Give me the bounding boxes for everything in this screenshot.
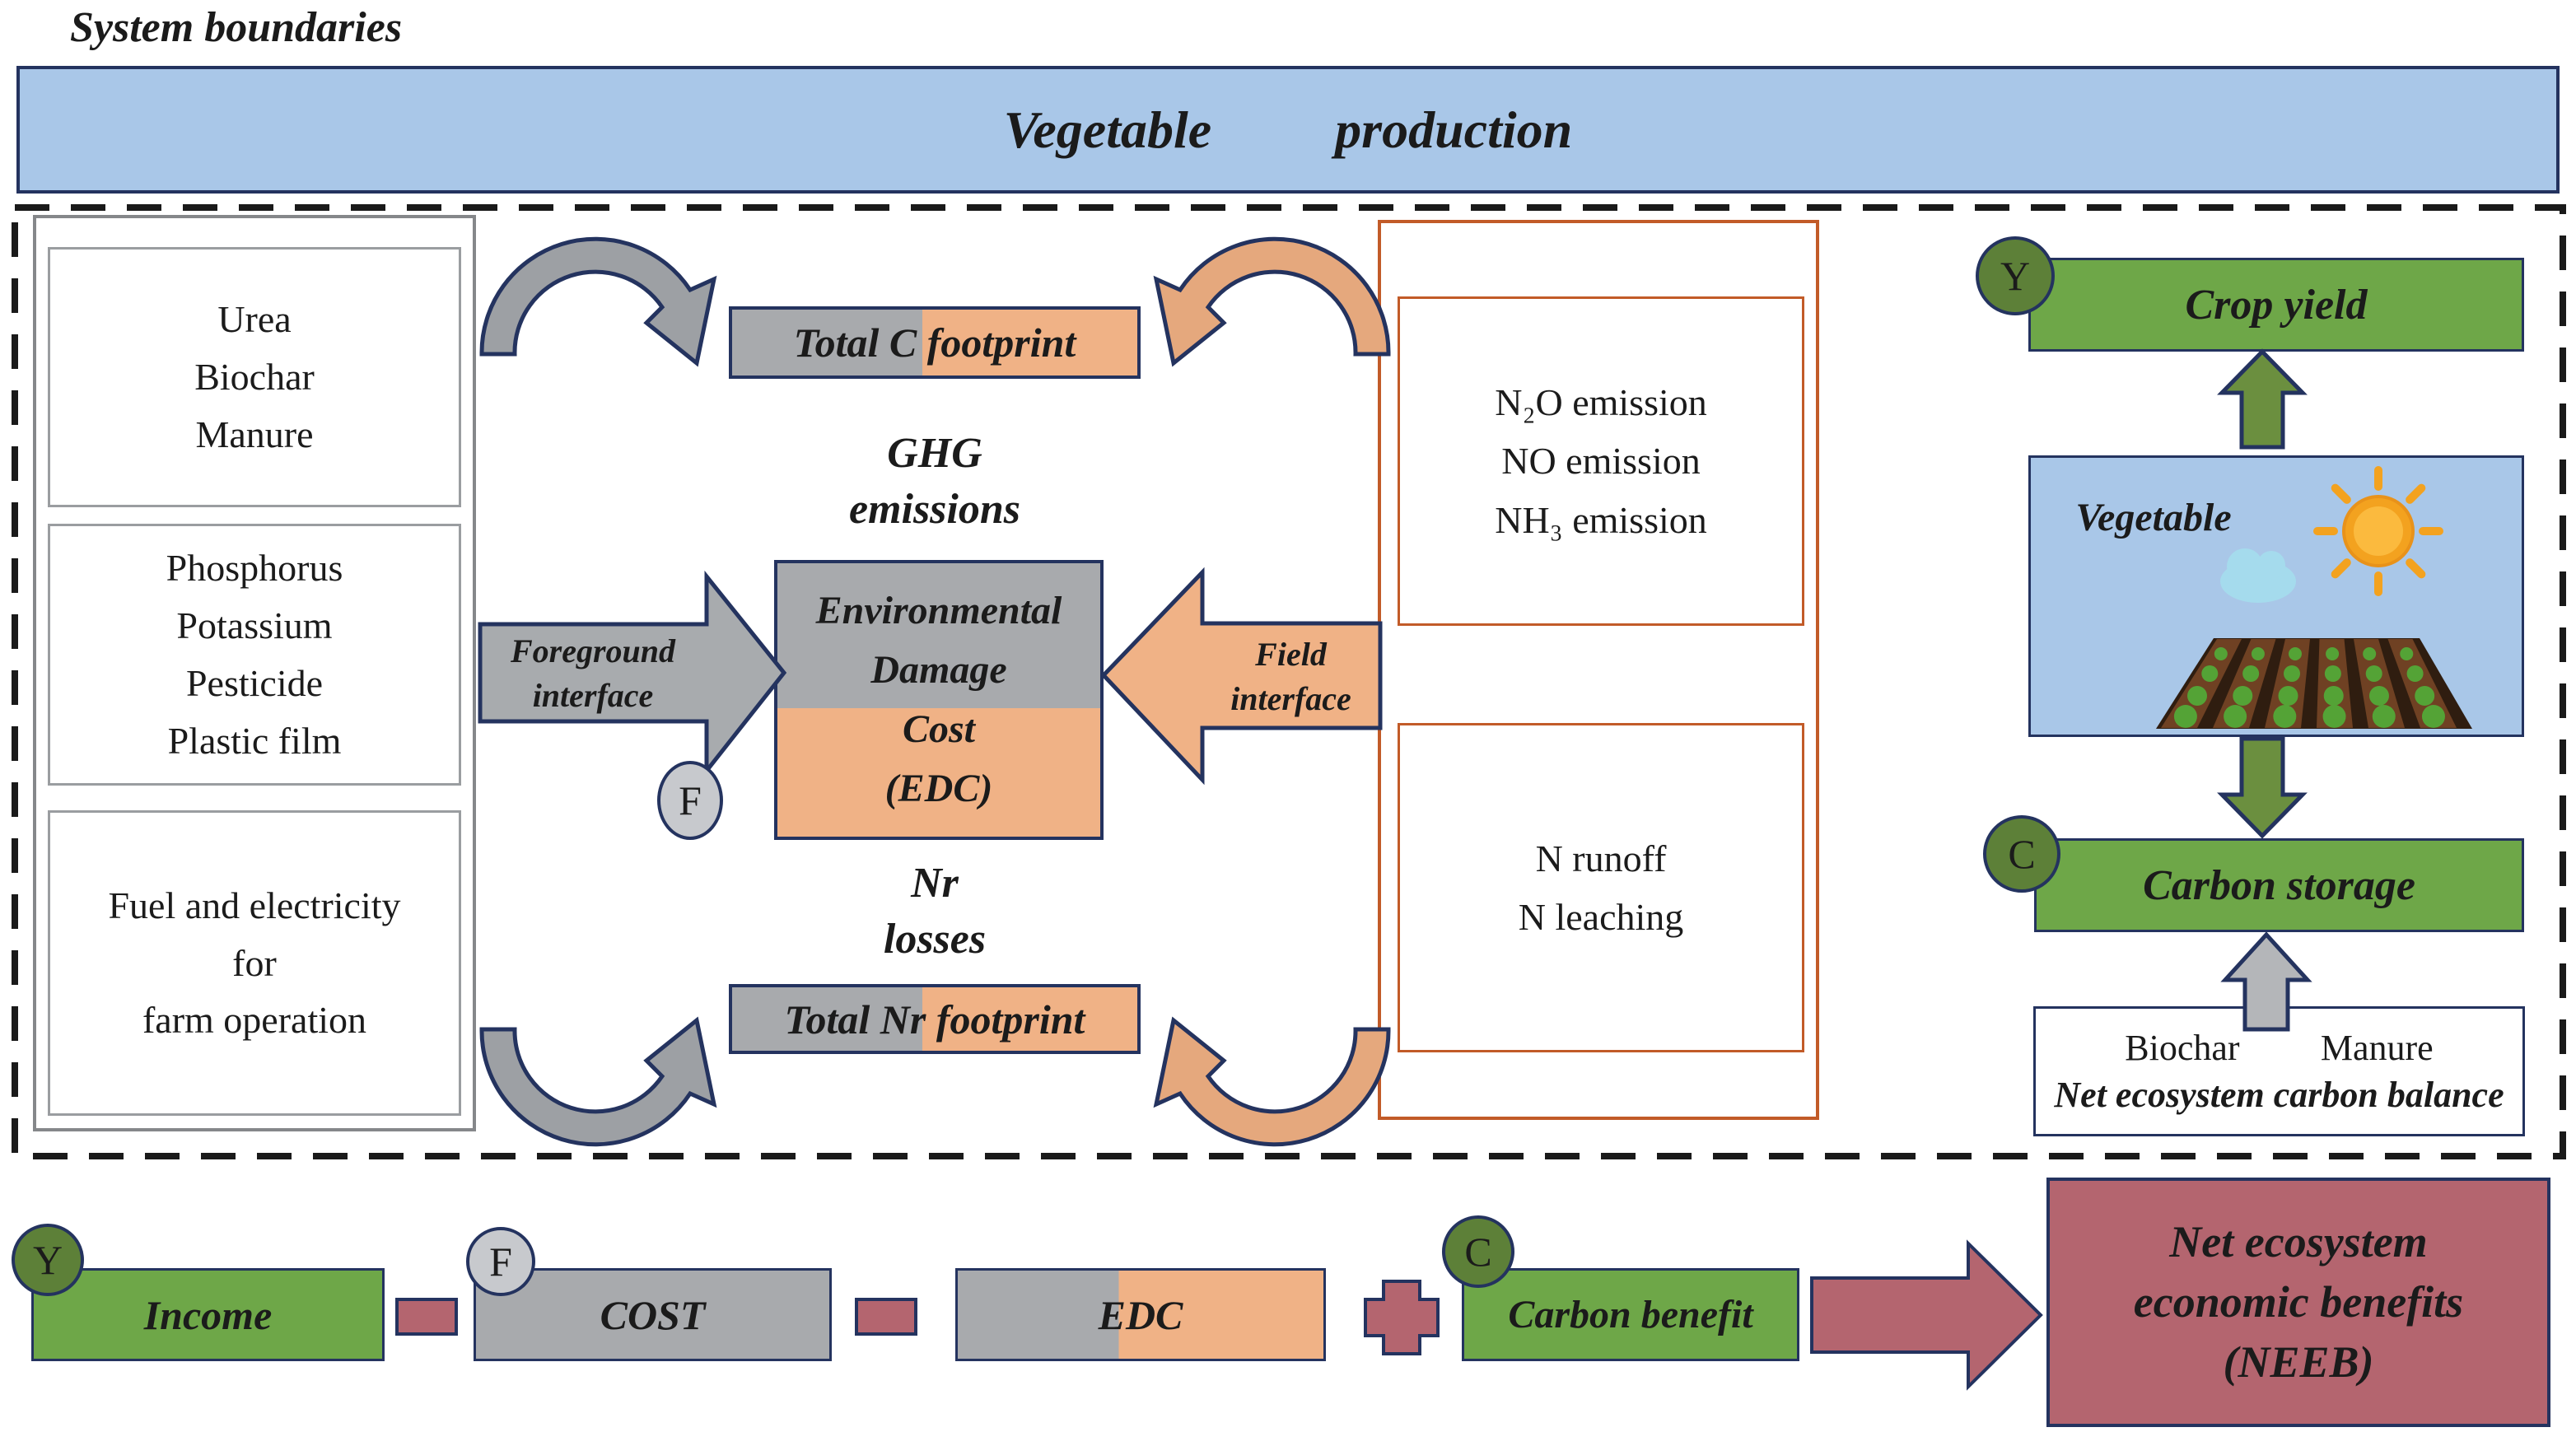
net-ecosystem-carbon-balance-label: Net ecosystem carbon balance <box>2054 1075 2504 1115</box>
foreground-tag-circle: F <box>657 761 723 840</box>
system-boundaries-title: System boundaries <box>70 4 403 51</box>
minus-operator-2 <box>855 1298 917 1336</box>
vegetable-production-banner: Vegetable production <box>16 66 2560 194</box>
total-c-footprint-box: Total C footprint <box>729 306 1141 379</box>
carbon-balance-box: Biochar Manure Net ecosystem carbon bala… <box>2033 1006 2525 1136</box>
energy-inputs-box: Fuel and electricity for farm operation <box>48 810 461 1116</box>
ghg-emissions-label: GHG emissions <box>848 430 1021 533</box>
income-box: Income <box>31 1268 385 1361</box>
balance-item-biochar: Biochar <box>2125 1028 2240 1068</box>
cost-box: COST <box>474 1268 832 1361</box>
balance-item-manure: Manure <box>2320 1028 2434 1068</box>
yield-tag-circle: Y <box>1976 236 2055 315</box>
total-nr-footprint-box: Total Nr footprint <box>729 984 1141 1054</box>
banner-word-production: production <box>1335 100 1573 159</box>
storage-tag-circle: C <box>1983 815 2060 893</box>
nr-losses-label: Nr losses <box>883 860 987 963</box>
minus-operator-1 <box>395 1298 458 1336</box>
income-tag-circle: Y <box>12 1224 84 1296</box>
plus-operator <box>1364 1280 1440 1355</box>
c-input-arch-arrow-icon <box>479 236 717 367</box>
cost-tag-circle: F <box>466 1227 535 1296</box>
vegetable-label: Vegetable <box>2075 495 2232 539</box>
neeb-box: Net ecosystem economic benefits (NEEB) <box>2046 1178 2550 1427</box>
n-losses-box: N runoff N leaching <box>1398 723 1804 1052</box>
neeb-arrow-icon <box>1810 1239 2043 1391</box>
banner-word-vegetable: Vegetable <box>1003 100 1212 159</box>
nr-input-arc-arrow-icon <box>479 1016 717 1147</box>
fertilizer-inputs-box: Urea Biochar Manure <box>48 247 461 507</box>
edc-result-box: EDC <box>955 1268 1326 1361</box>
carbon-benefit-box: Carbon benefit <box>1462 1268 1799 1361</box>
crop-yield-box: Crop yield <box>2028 258 2524 352</box>
environmental-damage-cost-box: Environmental Damage Cost (EDC) <box>774 560 1104 840</box>
c-emission-arch-arrow-icon <box>1153 236 1391 367</box>
storage-down-arrow-icon <box>2217 736 2308 839</box>
benefit-tag-circle: C <box>1442 1215 1514 1288</box>
yield-up-arrow-icon <box>2217 348 2308 450</box>
foreground-interface-label: Foreground interface <box>510 632 676 714</box>
carbon-storage-box: Carbon storage <box>2034 838 2524 932</box>
nr-emission-arc-arrow-icon <box>1153 1016 1391 1147</box>
gaseous-emissions-box: N₂O emission NO emission NH₃ emission <box>1398 296 1804 626</box>
agrochemical-inputs-box: Phosphorus Potassium Pesticide Plastic f… <box>48 524 461 786</box>
field-interface-label: Field interface <box>1230 636 1351 717</box>
